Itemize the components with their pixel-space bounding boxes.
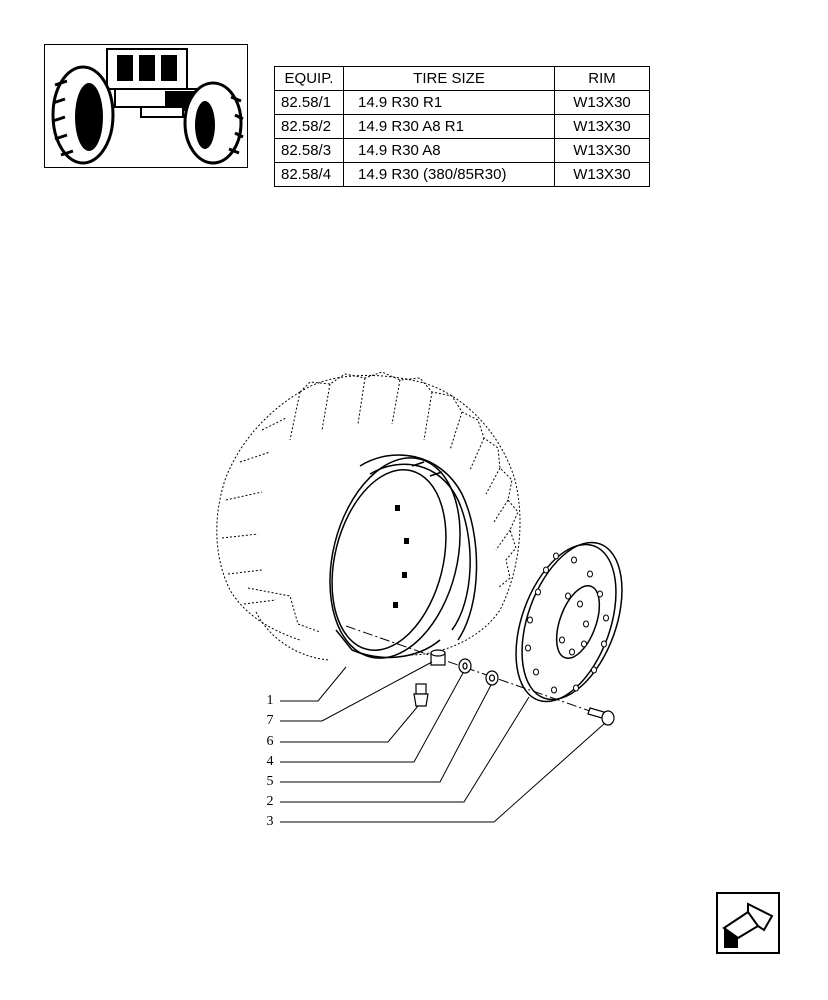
leader-lines [280, 661, 606, 823]
cell-rim: W13X30 [554, 162, 650, 187]
next-page-arrow-icon [722, 902, 774, 948]
next-page-button[interactable] [716, 892, 780, 954]
cell-rim: W13X30 [554, 138, 650, 163]
table-row: 82.58/4 14.9 R30 (380/85R30) W13X30 [274, 162, 650, 187]
callout-number: 1 [266, 693, 274, 708]
callout-number: 5 [266, 774, 274, 789]
tractor-rear-wheel-icon [51, 48, 244, 165]
lock-washer-part [485, 670, 499, 686]
bolt-part [587, 707, 615, 726]
callout-number: 2 [266, 794, 274, 809]
cell-tire-size: 14.9 R30 R1 [343, 90, 555, 115]
cell-equip: 82.58/1 [274, 90, 344, 115]
cell-tire-size: 14.9 R30 (380/85R30) [343, 162, 555, 187]
assembly-axis [345, 625, 611, 719]
callout-number: 7 [266, 713, 274, 728]
header-equip: EQUIP. [274, 66, 344, 91]
washer-part [458, 658, 472, 674]
callout-number: 6 [266, 734, 274, 749]
callout-number: 3 [266, 814, 274, 829]
tire-outline [216, 371, 521, 661]
rim [329, 454, 478, 659]
cell-tire-size: 14.9 R30 A8 R1 [343, 114, 555, 139]
cell-rim: W13X30 [554, 90, 650, 115]
table-header-row: EQUIP. TIRE SIZE RIM [274, 66, 650, 91]
wheel-exploded-diagram [216, 371, 623, 823]
cell-tire-size: 14.9 R30 A8 [343, 138, 555, 163]
table-row: 82.58/3 14.9 R30 A8 W13X30 [274, 138, 650, 163]
table-row: 82.58/1 14.9 R30 R1 W13X30 [274, 90, 650, 115]
cell-equip: 82.58/2 [274, 114, 344, 139]
spacer-part [430, 649, 446, 666]
cell-equip: 82.58/3 [274, 138, 344, 163]
header-tire-size: TIRE SIZE [343, 66, 555, 91]
header-rim: RIM [554, 66, 650, 91]
table-row: 82.58/2 14.9 R30 A8 R1 W13X30 [274, 114, 650, 139]
cell-rim: W13X30 [554, 114, 650, 139]
wheel-disc [515, 541, 623, 703]
cell-equip: 82.58/4 [274, 162, 344, 187]
tractor-thumbnail [44, 44, 248, 168]
tire-spec-table: EQUIP. TIRE SIZE RIM 82.58/1 14.9 R30 R1… [274, 66, 650, 187]
valve-part [413, 683, 429, 707]
callout-number: 4 [266, 754, 274, 769]
